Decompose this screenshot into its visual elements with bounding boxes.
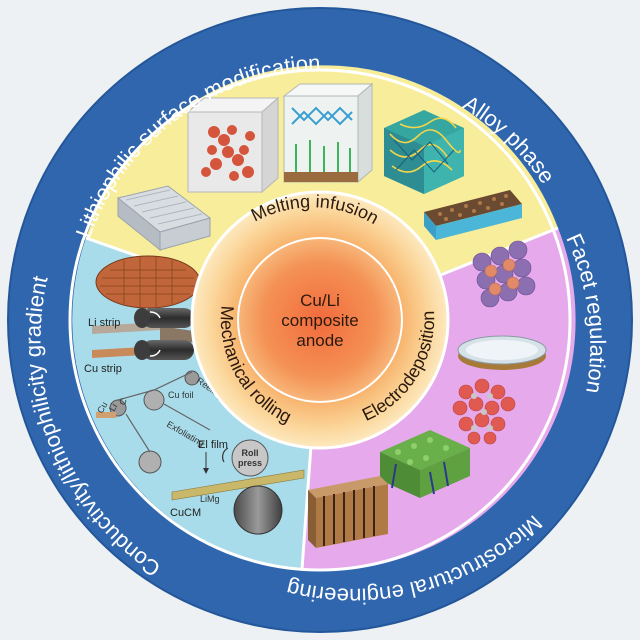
illustration-mesh-disk [95, 255, 201, 309]
center-line-1: Cu/Li [300, 291, 340, 310]
center-line-2: composite [281, 311, 358, 330]
el-film-label: El film [198, 439, 228, 451]
li-strip-label: Li strip [88, 317, 120, 329]
illustration-green-block [380, 430, 470, 498]
inner-edge [68, 68, 572, 572]
illustration-disk [457, 335, 547, 370]
li-label: Li [107, 402, 119, 413]
illustration-layered-slab [424, 190, 522, 240]
center-line-3: anode [296, 331, 343, 350]
illustration-network-cube [384, 110, 464, 194]
cu-foil-label: Cu foil [168, 390, 194, 400]
cucm-label: CuCM [170, 507, 201, 519]
limg-label: LiMg [200, 494, 220, 504]
roll-press-label-1: Roll [242, 448, 259, 458]
cu-strip-label: Cu strip [84, 363, 122, 375]
center-circle [237, 237, 403, 403]
cu-label: Cu [95, 400, 109, 415]
roll-press-label-2: press [238, 458, 262, 468]
illustration-alloy-foam [116, 185, 212, 252]
sector-divider [300, 445, 313, 570]
illustration-pillar-array [308, 476, 388, 548]
illustration-rollers: Li strip Cu strip [84, 308, 214, 375]
illustration-process-schematic: Reeling Cu foil Exfoliating Li Cu C El f… [95, 370, 305, 535]
illustration-dendrite-box [186, 96, 280, 194]
illustration-red-cluster [452, 378, 516, 445]
illustration-sphere-lattice [472, 240, 536, 308]
illustration-nanowire-box [282, 82, 374, 184]
c-label: C [117, 396, 129, 407]
